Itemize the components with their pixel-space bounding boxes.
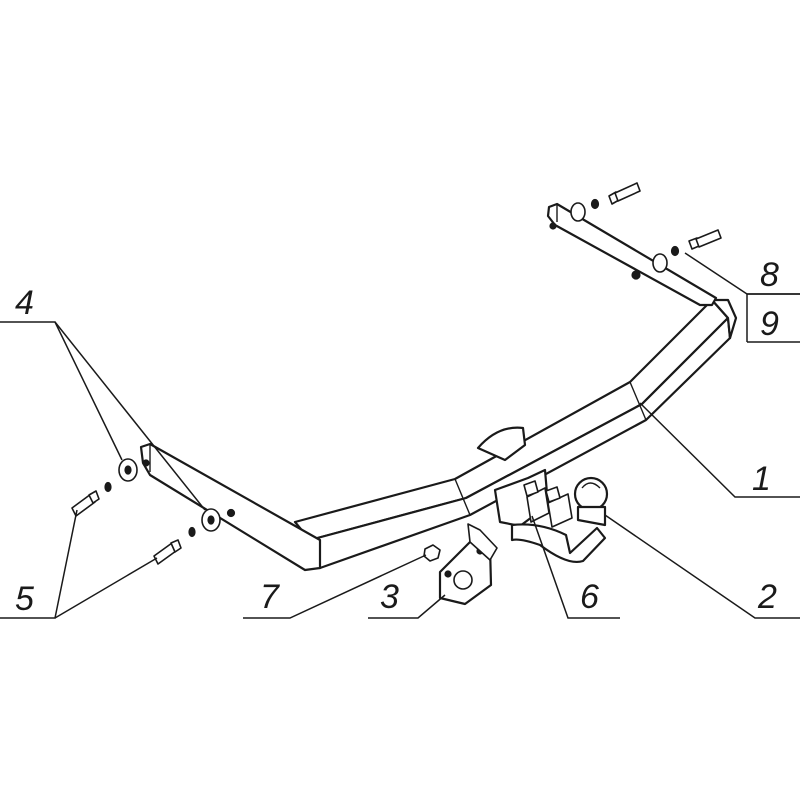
fasteners-left xyxy=(71,458,221,565)
left-bracket-hole-2 xyxy=(226,508,236,518)
crossbar-end-face xyxy=(710,298,738,340)
crossbar-seam-2 xyxy=(629,381,647,421)
bolt-lower-2-shank xyxy=(547,493,573,528)
washer-top-2 xyxy=(670,245,680,257)
crossbar-seam-1 xyxy=(454,478,471,516)
fasteners-lower xyxy=(423,480,573,562)
callout-labels: 1 2 3 4 5 6 7 8 9 xyxy=(15,256,779,618)
leader-5b xyxy=(54,557,158,619)
leader-8 xyxy=(684,252,800,295)
leader-lines xyxy=(0,252,800,619)
leader-7 xyxy=(243,554,427,619)
callout-5: 5 xyxy=(15,580,34,618)
callout-7: 7 xyxy=(260,578,280,616)
callout-1: 1 xyxy=(752,460,771,498)
fasteners-top-right xyxy=(590,182,722,257)
callout-9: 9 xyxy=(760,305,779,343)
left-bracket xyxy=(139,442,322,572)
right-bracket-plate xyxy=(546,202,718,307)
spacer-left-1-hole xyxy=(124,465,132,475)
leader-1 xyxy=(639,402,800,498)
leader-3 xyxy=(368,594,446,619)
bolt-lower-2 xyxy=(545,486,573,528)
socket-bracket-arm xyxy=(467,523,498,561)
leader-5 xyxy=(0,509,78,619)
right-bracket-hole-1 xyxy=(549,222,557,230)
nut xyxy=(423,544,441,562)
reinforcement-shape xyxy=(476,426,527,462)
leader-4b xyxy=(54,321,206,511)
leader-4 xyxy=(0,321,123,461)
bolt-top-2 xyxy=(688,229,722,250)
bolt-top-1 xyxy=(608,182,641,205)
bolt-top-2-shank xyxy=(695,229,722,248)
right-bracket xyxy=(546,202,718,307)
bolt-lower-1-head xyxy=(523,480,539,497)
spacer-left-2-hole xyxy=(207,515,215,525)
right-bracket-washer-2 xyxy=(652,253,668,273)
rear-reinforcement xyxy=(476,426,527,462)
bolt-left-1-head xyxy=(88,490,100,504)
right-bracket-hole-2 xyxy=(631,270,641,280)
socket-plate-bolt-1 xyxy=(444,570,452,578)
tow-ball-highlight xyxy=(581,482,601,489)
callout-2: 2 xyxy=(757,578,777,616)
callout-6: 6 xyxy=(580,578,599,616)
washer-left-2 xyxy=(188,526,196,538)
bolt-left-1 xyxy=(71,490,100,517)
bolt-left-2-head xyxy=(170,539,182,553)
left-bracket-hole-1 xyxy=(142,459,150,467)
callout-8: 8 xyxy=(760,256,779,294)
right-bracket-washer-1 xyxy=(570,202,586,222)
washer-left-1 xyxy=(104,481,112,493)
leader-2 xyxy=(604,514,800,619)
bolt-left-2 xyxy=(153,539,182,565)
washer-top-1 xyxy=(590,198,600,210)
tow-ball-collar xyxy=(576,505,607,527)
tow-neck xyxy=(510,523,607,563)
bolt-top-1-shank xyxy=(614,182,641,202)
leader-6 xyxy=(531,515,620,619)
callout-4: 4 xyxy=(15,284,34,322)
callout-3: 3 xyxy=(380,578,399,616)
socket-plate-hole xyxy=(453,570,473,590)
socket-plate xyxy=(438,523,498,606)
bolt-lower-2-head xyxy=(545,486,561,503)
